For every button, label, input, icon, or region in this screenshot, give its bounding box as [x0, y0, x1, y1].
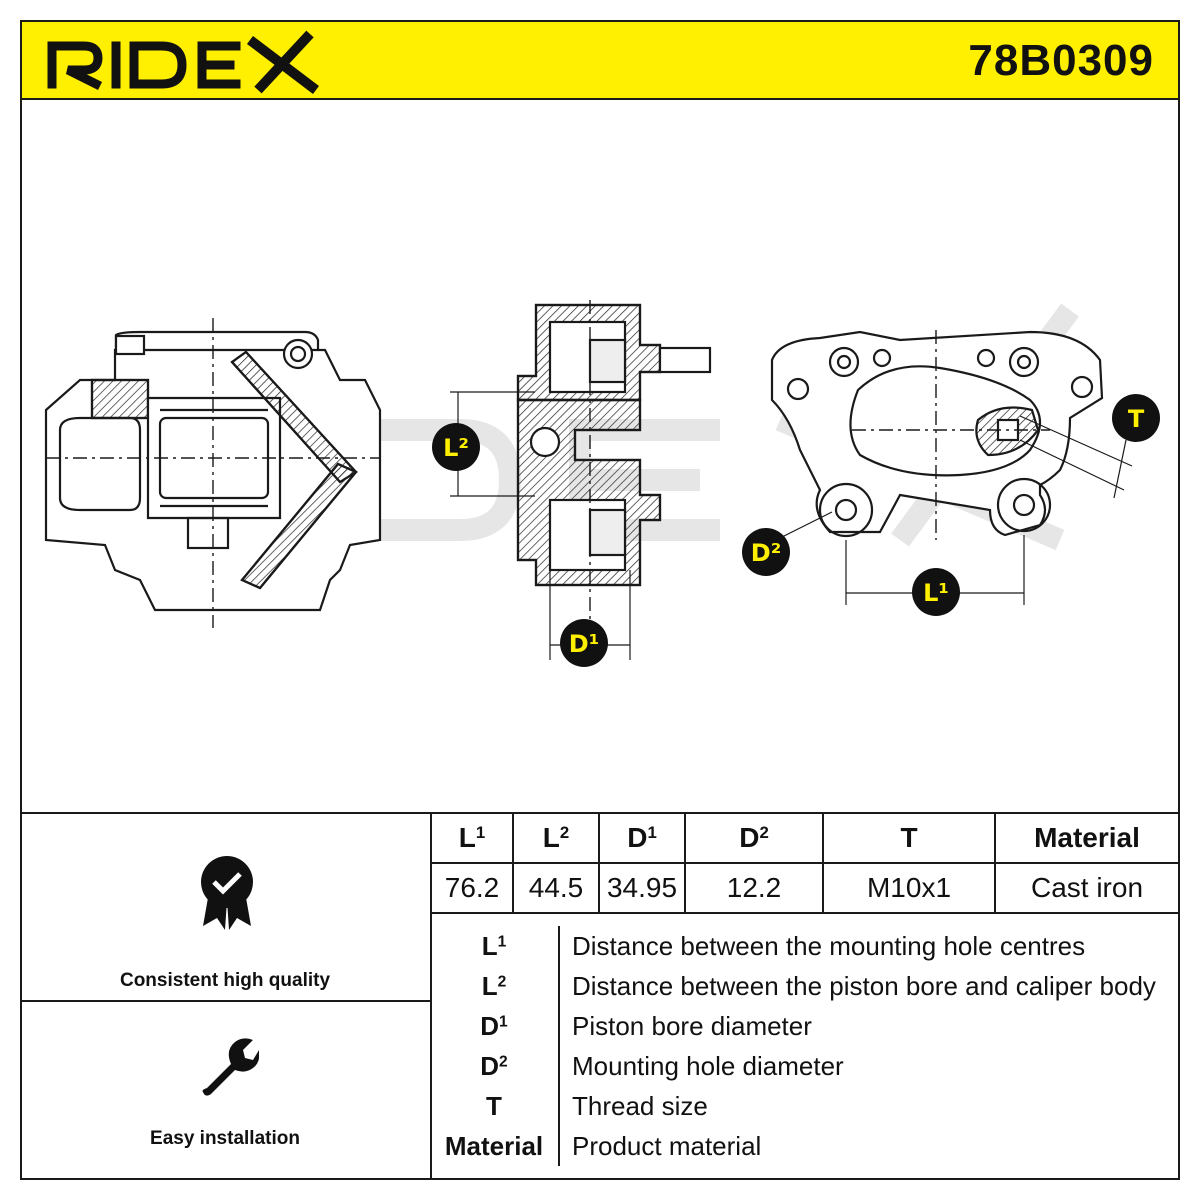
specs-value-l2: 44.5: [512, 862, 600, 914]
part-number: 78B0309: [968, 36, 1154, 85]
specs-value-material: Cast iron: [994, 862, 1180, 914]
wrench-icon: [195, 1030, 260, 1110]
dim-l1-text: L¹: [923, 579, 949, 607]
specs-value-t: M10x1: [822, 862, 996, 914]
caliper-front-view: [44, 318, 382, 628]
feature-installation: Easy installation: [20, 1000, 430, 1182]
feature-quality-label: Consistent high quality: [119, 970, 331, 991]
legend-desc-l2: Distance between the piston bore and cal…: [572, 970, 1156, 1001]
feature-quality: Consistent high quality: [20, 844, 430, 998]
header-bar: 78B0309: [20, 20, 1180, 100]
legend-desc-material: Product material: [572, 1130, 762, 1161]
legend-row-material: Material Product material: [430, 1126, 1180, 1166]
specs-header-t: T: [822, 812, 996, 864]
dim-d2-callout: D²: [742, 528, 790, 576]
features-panel: Consistent high quality Easy installatio…: [20, 812, 432, 1180]
ridex-logo: [47, 30, 320, 94]
specs-header-l2: L2: [512, 812, 600, 864]
legend-desc-d1: Piston bore diameter: [572, 1010, 812, 1041]
legend-row-l1: L1 Distance between the mounting hole ce…: [430, 926, 1180, 966]
specs-table: L1 L2 D1 D2 T Material 76.2 44.5 34.95 1…: [430, 812, 1180, 914]
specs-header-d1: D1: [598, 812, 686, 864]
legend-key-d1: D1: [430, 1006, 560, 1046]
specs-header-d2: D2: [684, 812, 824, 864]
dim-l2-callout: L²: [432, 423, 480, 471]
dim-l2-text: L²: [443, 434, 469, 462]
legend-row-t: T Thread size: [430, 1086, 1180, 1126]
dim-t-callout: T: [1112, 394, 1160, 442]
legend-table: L1 Distance between the mounting hole ce…: [430, 926, 1180, 1166]
legend-desc-l1: Distance between the mounting hole centr…: [572, 930, 1086, 961]
dim-d2-text: D²: [751, 539, 781, 567]
dim-d1-callout: D¹: [560, 619, 608, 667]
legend-desc-d2: Mounting hole diameter: [572, 1050, 844, 1081]
legend-key-l1: L1: [430, 926, 560, 966]
legend-key-l2: L2: [430, 966, 560, 1006]
dim-l1-callout: L¹: [912, 568, 960, 616]
specs-value-row: 76.2 44.5 34.95 12.2 M10x1 Cast iron: [430, 862, 1180, 914]
specs-value-d2: 12.2: [684, 862, 824, 914]
legend-key-t: T: [430, 1086, 560, 1126]
legend-row-l2: L2 Distance between the piston bore and …: [430, 966, 1180, 1006]
legend-key-material: Material: [430, 1126, 560, 1166]
legend-key-d2: D2: [430, 1046, 560, 1086]
specs-header-l1: L1: [430, 812, 514, 864]
legend-desc-t: Thread size: [572, 1090, 708, 1121]
dim-d1-text: D¹: [569, 630, 599, 658]
caliper-drawing: L² D¹ D² L¹ T: [44, 300, 1160, 667]
caliper-side-view: [770, 330, 1133, 605]
legend-row-d2: D2 Mounting hole diameter: [430, 1046, 1180, 1086]
dim-t-text: T: [1128, 405, 1145, 433]
specs-header-row: L1 L2 D1 D2 T Material: [430, 812, 1180, 864]
feature-installation-label: Easy installation: [150, 1128, 300, 1149]
legend-row-d1: D1 Piston bore diameter: [430, 1006, 1180, 1046]
specs-value-d1: 34.95: [598, 862, 686, 914]
quality-badge-icon: [195, 852, 259, 932]
specs-value-l1: 76.2: [430, 862, 514, 914]
specs-header-material: Material: [994, 812, 1180, 864]
technical-drawing: L² D¹ D² L¹ T: [20, 100, 1180, 812]
caliper-section-view: [450, 300, 712, 660]
